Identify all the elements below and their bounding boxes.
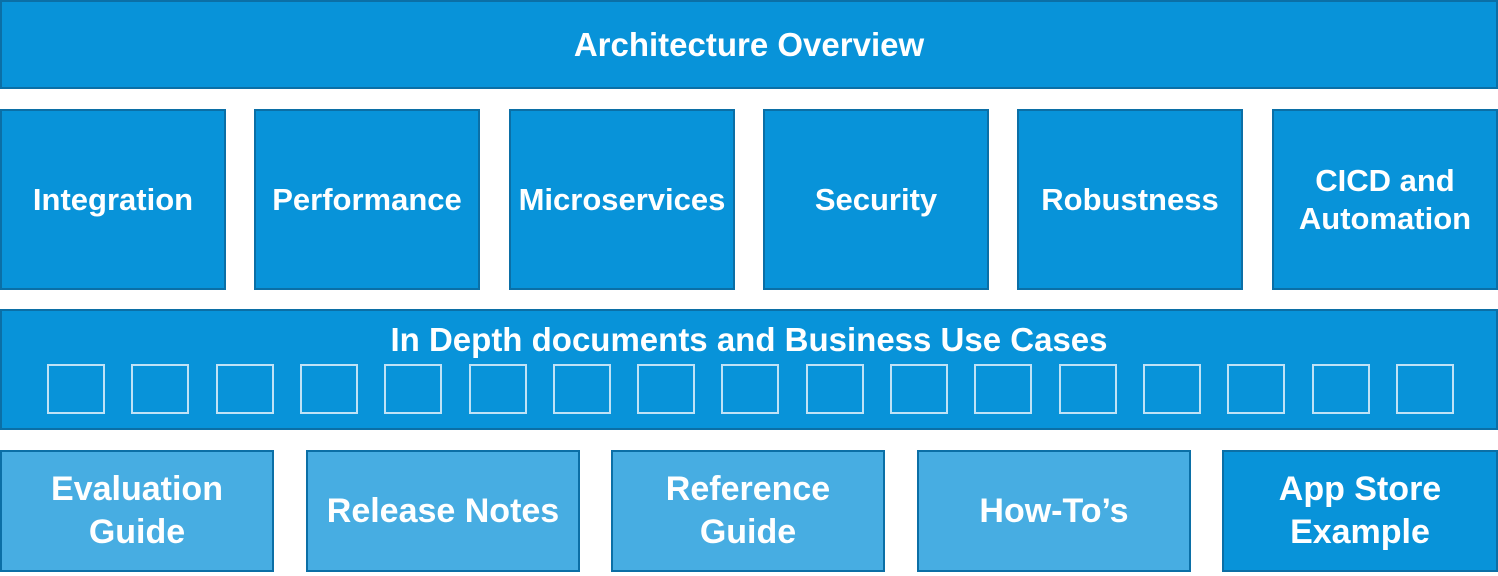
doc-app-store-example: App Store Example [1222, 450, 1498, 572]
pillar-security: Security [763, 109, 989, 290]
pillar-microservices: Microservices [509, 109, 735, 290]
use-case-slot [1396, 364, 1454, 414]
doc-evaluation-guide: Evaluation Guide [0, 450, 274, 572]
use-case-slot [637, 364, 695, 414]
pillar-label: Integration [32, 181, 194, 217]
use-case-slot [1143, 364, 1201, 414]
use-case-slot [300, 364, 358, 414]
doc-label: App Store Example [1278, 470, 1442, 551]
pillar-label: CICD and Automation [1298, 162, 1472, 236]
architecture-overview-banner: Architecture Overview [0, 0, 1498, 89]
doc-label: Evaluation Guide [51, 470, 223, 551]
use-case-slot [47, 364, 105, 414]
architecture-overview-title: Architecture Overview [573, 25, 925, 63]
use-case-slot [384, 364, 442, 414]
pillar-label: Performance [272, 181, 462, 217]
use-case-slot [974, 364, 1032, 414]
use-case-slot [1312, 364, 1370, 414]
use-case-slot [216, 364, 274, 414]
pillar-integration: Integration [0, 109, 226, 290]
use-case-slot [469, 364, 527, 414]
pillar-label: Security [814, 181, 938, 217]
doc-label: How-To’s [979, 491, 1129, 530]
use-case-slot [806, 364, 864, 414]
pillar-performance: Performance [254, 109, 480, 290]
pillar-robustness: Robustness [1017, 109, 1243, 290]
use-case-slot [1059, 364, 1117, 414]
use-case-slot [1227, 364, 1285, 414]
doc-release-notes: Release Notes [306, 450, 580, 572]
doc-how-tos: How-To’s [917, 450, 1191, 572]
use-case-slot [890, 364, 948, 414]
pillar-cicd-automation: CICD and Automation [1272, 109, 1498, 290]
doc-label: Release Notes [326, 491, 560, 530]
use-case-slot [553, 364, 611, 414]
use-case-slot [721, 364, 779, 414]
pillar-label: Robustness [1041, 181, 1219, 217]
doc-reference-guide: Reference Guide [611, 450, 885, 572]
in-depth-title: In Depth documents and Business Use Case… [390, 321, 1108, 358]
doc-label: Reference Guide [665, 470, 831, 551]
use-case-slot [131, 364, 189, 414]
in-depth-section: In Depth documents and Business Use Case… [0, 309, 1498, 430]
pillar-label: Microservices [518, 181, 726, 217]
